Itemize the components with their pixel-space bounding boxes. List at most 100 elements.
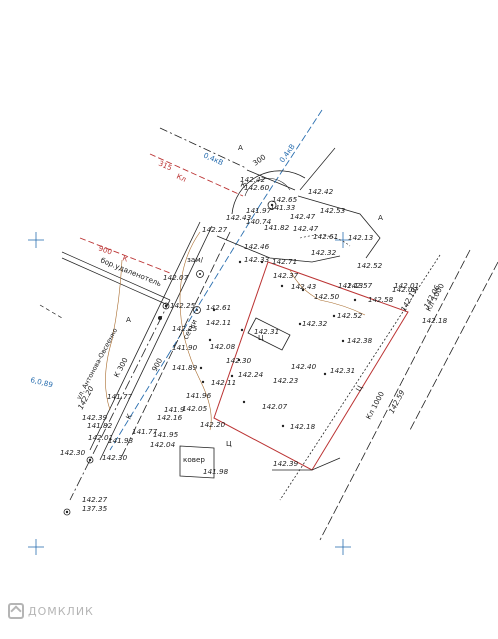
- elevation-label: 141.77: [107, 392, 133, 401]
- label-kl-top: Кл: [175, 172, 188, 184]
- elevation-label: 142.40: [291, 362, 317, 371]
- elevation-label: 141.93: [108, 436, 134, 445]
- elevation-label: 142.18: [290, 422, 316, 431]
- label-900: 900: [97, 243, 113, 256]
- elevation-label: 142.59: [387, 388, 407, 415]
- line-300-k: [159, 127, 296, 191]
- elevation-label: 142.52: [357, 261, 383, 270]
- elevation-label: 142.13: [348, 233, 374, 242]
- elevation-label: 142.37: [273, 271, 299, 280]
- elevation-label: 142.01: [394, 281, 419, 290]
- elevation-label: 137.35: [82, 504, 108, 513]
- elevation-label: 142.25: [170, 301, 196, 310]
- registration-marks: [28, 232, 351, 555]
- elevation-label: 142.58: [368, 295, 394, 304]
- elevation-label: 140.74: [246, 217, 272, 226]
- power-line-04kv: [109, 109, 323, 451]
- elevation-label: 141.9: [164, 405, 185, 414]
- fence-note: бор.удаленотель: [99, 256, 163, 289]
- elevation-label: 142.11: [211, 378, 236, 387]
- elevation-label: 142.43: [291, 282, 317, 291]
- elevation-label: 142.52: [337, 311, 363, 320]
- elevation-label: 142.25: [172, 324, 198, 333]
- elevation-label: 142.47: [293, 224, 319, 233]
- elevation-label: 141.77: [132, 427, 158, 436]
- label-kl1000-2: Кл 1000: [364, 390, 386, 421]
- elevation-label: 141.82: [264, 223, 290, 232]
- contour-lines: [105, 231, 366, 431]
- elevation-label: 142.61: [313, 232, 338, 241]
- cable-line-900-k: [79, 237, 171, 274]
- elevation-label: 142.30: [60, 448, 86, 457]
- elevation-label: 142.27: [202, 225, 228, 234]
- cover-label: ковер: [183, 455, 205, 464]
- elevation-label: 142.71: [272, 257, 297, 266]
- elevation-label: 142.05: [182, 404, 208, 413]
- elevation-label: 142.57: [347, 281, 373, 290]
- label-k-mid: К: [124, 412, 134, 421]
- domclick-logo-icon: [8, 603, 24, 619]
- survey-points: [63, 200, 357, 516]
- elevation-label: 142.27: [82, 495, 108, 504]
- zone-a-1: А: [238, 143, 243, 152]
- elevation-label: 141.90: [172, 343, 198, 352]
- cable-line-1000: [279, 249, 498, 541]
- elevation-label: 142.13: [338, 281, 364, 290]
- elevation-label: 142.07: [262, 402, 288, 411]
- label-300: 300: [251, 152, 268, 167]
- elevation-label: 141.98: [203, 467, 229, 476]
- elevation-label: 142.42: [308, 187, 334, 196]
- lock-label: зам/: [187, 255, 204, 264]
- elevation-label: 141.97: [246, 206, 272, 215]
- arc-structure: [231, 170, 351, 247]
- elevation-label: 141.89: [172, 363, 198, 372]
- elevation-label: 142.39: [82, 413, 108, 422]
- elevation-label: 142.65: [272, 195, 298, 204]
- elevation-label: 142.23: [273, 376, 299, 385]
- cable-line-315: [149, 153, 244, 197]
- zone-c: Ц: [226, 439, 232, 448]
- zone-a-2: А: [378, 213, 383, 222]
- label-k-top: К: [239, 180, 247, 190]
- elevation-label: 142.16: [157, 413, 183, 422]
- label-04kv-1: 0,4кВ: [202, 151, 225, 168]
- elevation-label: 141.82: [87, 421, 113, 430]
- elevation-label: 142.42: [240, 175, 266, 184]
- building-outlines: [179, 195, 381, 479]
- label-315: 315: [157, 159, 173, 173]
- label-k300-left: К 300: [112, 356, 130, 379]
- elevation-label: 142.60: [244, 183, 270, 192]
- elevation-label: 142.04: [150, 440, 176, 449]
- street-lines: [69, 221, 231, 501]
- parcel-letter: Ц: [258, 333, 264, 342]
- elevation-label: 142.46: [244, 242, 270, 251]
- elevation-label: 142.09: [392, 285, 418, 294]
- elevation-label: 142.08: [210, 342, 236, 351]
- elevation-label: 141.33: [270, 203, 296, 212]
- elevation-label: 142.20: [200, 420, 226, 429]
- elevation-label: 142.53: [320, 206, 346, 215]
- watermark-text: ДОМКЛИК: [28, 604, 94, 618]
- watermark: ДОМКЛИК: [8, 603, 94, 619]
- street-name: ул. Антонова-Овсеенко: [75, 327, 119, 401]
- elevation-label: 142.43: [226, 213, 252, 222]
- road-edges: [39, 251, 171, 319]
- elevation-label: 142.18: [422, 316, 448, 325]
- label-c-right: Ц: [354, 383, 365, 393]
- elevation-label: 142.39: [273, 459, 299, 468]
- elevation-label: 142.30: [102, 453, 128, 462]
- elevation-label: 141.96: [186, 391, 212, 400]
- elevation-label: 142.32: [302, 319, 328, 328]
- elevation-label: 142.33: [244, 255, 270, 264]
- elevation-label: 142.07: [163, 273, 189, 282]
- elevation-label: 142.61: [206, 303, 231, 312]
- elevation-labels: 142.42142.60142.65141.33142.43141.97142.…: [60, 175, 448, 513]
- elevation-label: 142.30: [226, 356, 252, 365]
- elevation-label: 142.01: [88, 433, 113, 442]
- elevation-label: 142.31: [330, 366, 355, 375]
- elevation-label: 142.32: [311, 248, 337, 257]
- boundary-line-ne: [299, 147, 336, 191]
- elevation-label: 142.47: [290, 212, 316, 221]
- elevation-label: 141.95: [153, 430, 179, 439]
